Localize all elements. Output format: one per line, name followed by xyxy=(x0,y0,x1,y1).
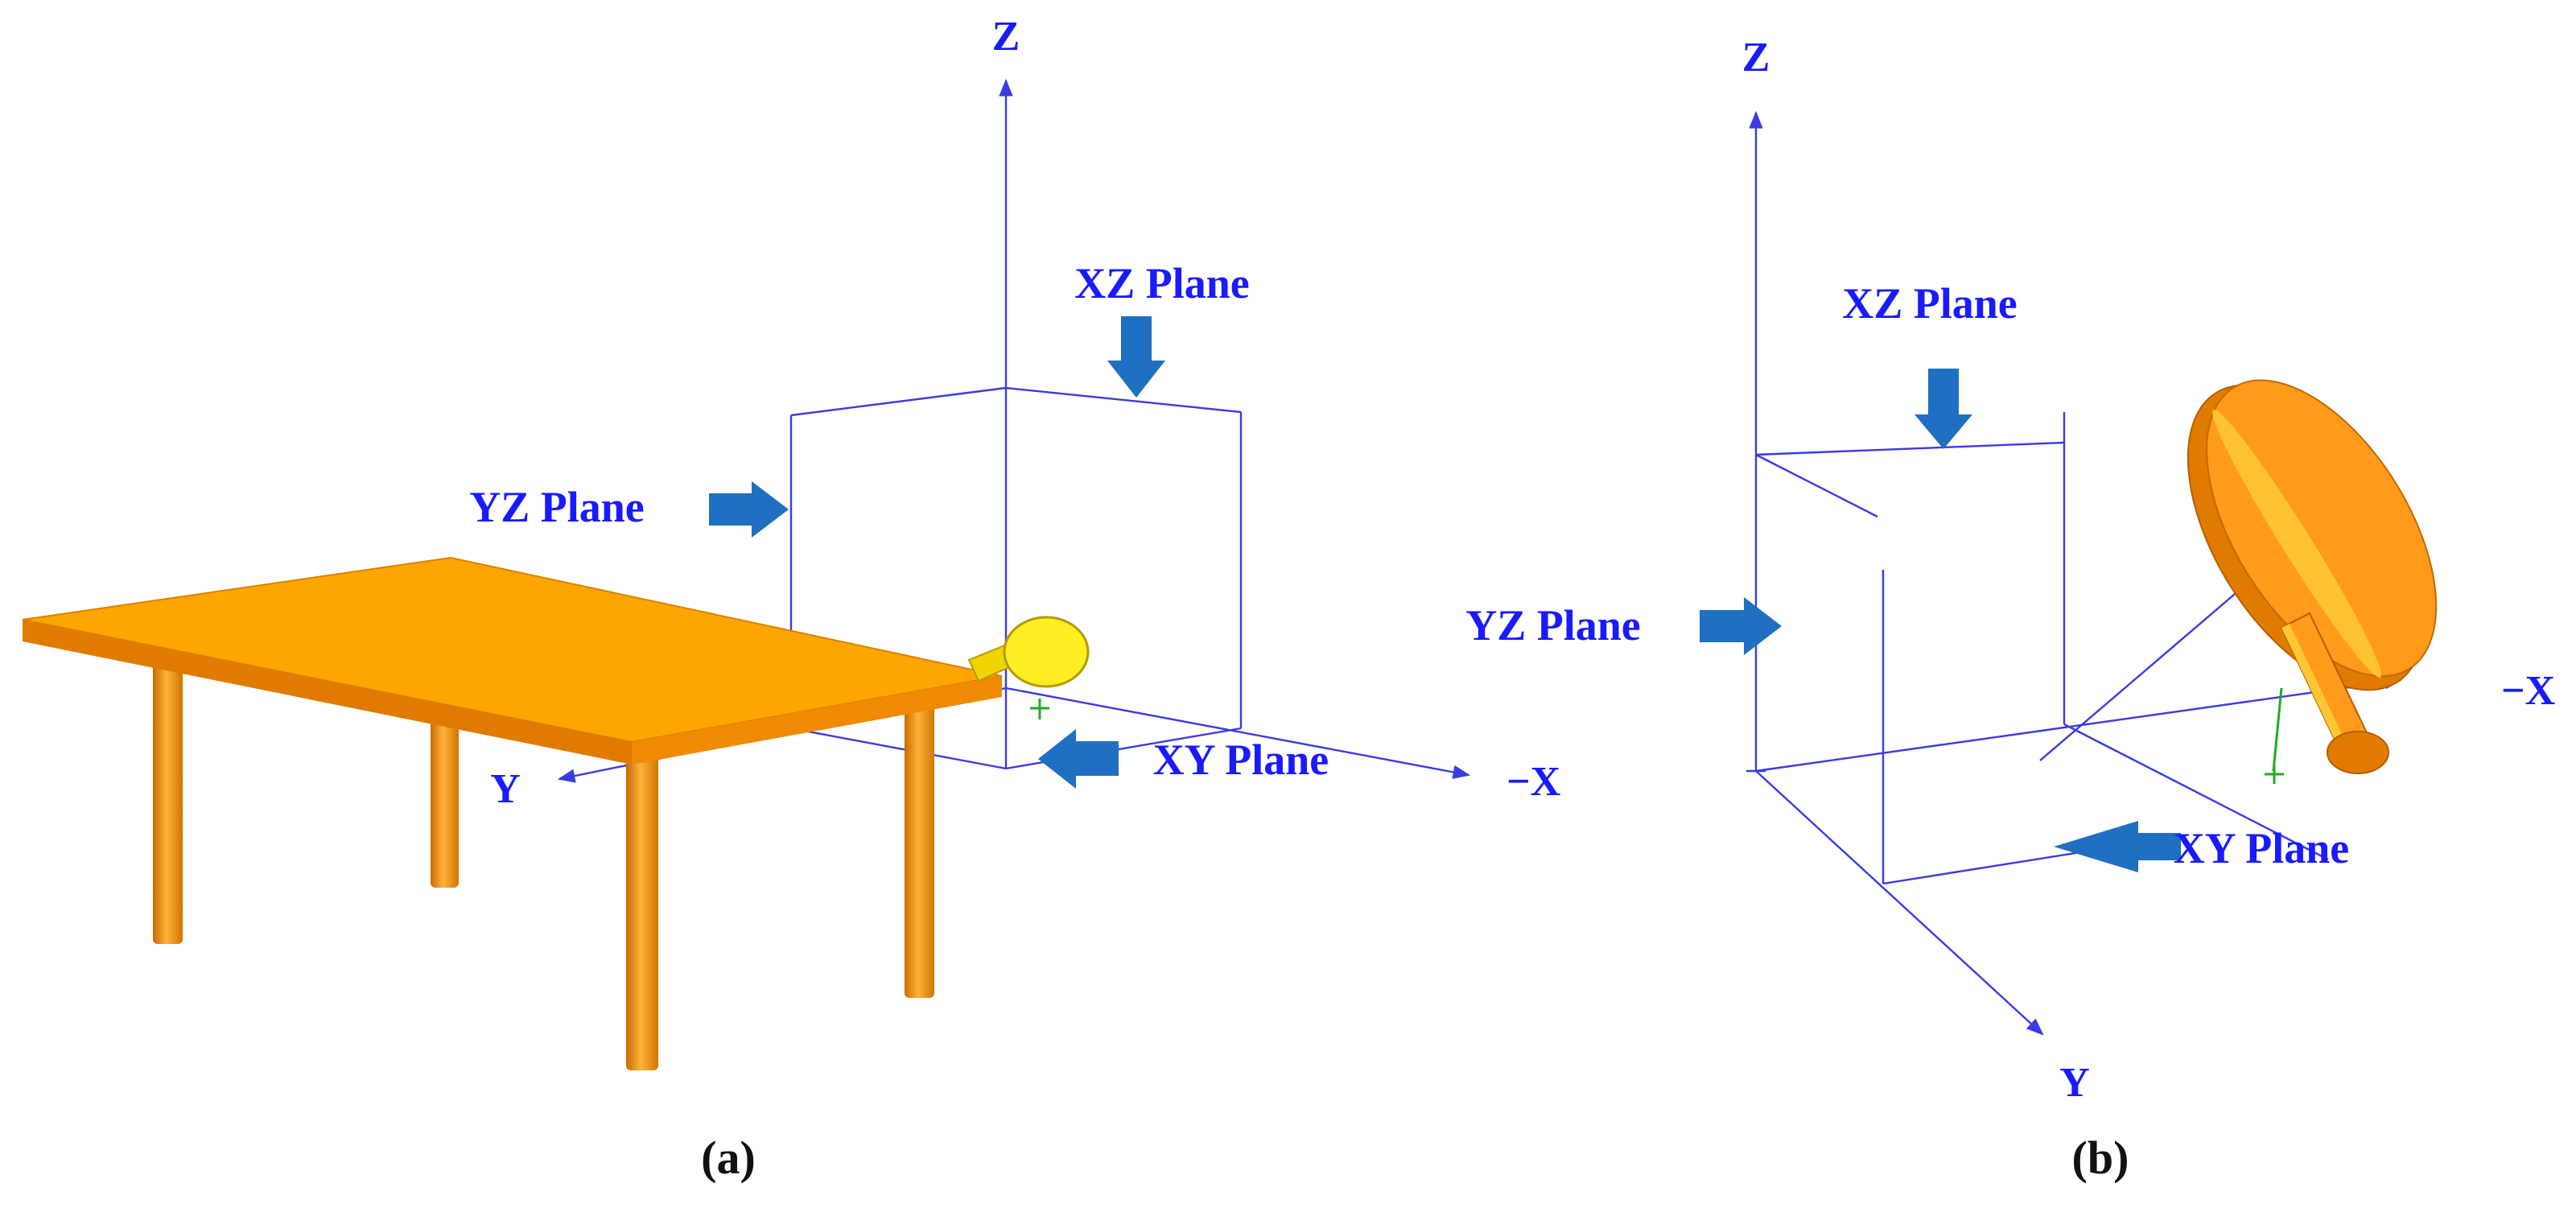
axis-y-label-b: Y xyxy=(2059,1060,2090,1106)
paddle-head-rubber xyxy=(2206,379,2438,678)
paddle-edge-highlight xyxy=(2212,409,2382,678)
caption-a: (a) xyxy=(701,1132,756,1184)
xz-plane-arrow-a xyxy=(1107,316,1165,398)
xz-plane-label-b: XZ Plane xyxy=(1842,279,2018,328)
origin-marker-b xyxy=(2265,687,2284,784)
axis-negx-line-a xyxy=(1005,686,1471,779)
paddle-handle-b xyxy=(2280,612,2389,774)
caption-b: (b) xyxy=(2072,1132,2129,1184)
xz-plane-label-a: XZ Plane xyxy=(1074,259,1250,307)
paddle-head xyxy=(1003,616,1090,688)
paddle-b xyxy=(2187,379,2438,691)
table-legs-a xyxy=(153,650,934,1070)
axis-z-label-a: Z xyxy=(992,14,1020,60)
yz-plane-arrow-b xyxy=(1700,597,1782,655)
xy-plane-arrow-b xyxy=(2054,821,2181,872)
table-leg xyxy=(905,700,934,998)
xy-plane-label-b: XY Plane xyxy=(2174,824,2349,872)
table-side-edge xyxy=(632,676,1002,765)
table-leg xyxy=(626,752,658,1070)
panel-b: Z Y −X XZ Plane YZ Plane XY Plane (b) xyxy=(1465,35,2555,1184)
plane-lines-a xyxy=(789,386,1243,770)
yz-plane-label-a: YZ Plane xyxy=(469,483,645,531)
ping-pong-table-a xyxy=(22,556,1003,765)
table-leg xyxy=(153,650,183,944)
xz-plane-arrow-b xyxy=(1914,369,1972,449)
table-leg xyxy=(431,715,459,888)
panel-a: Z Y −X XZ Plane YZ Plane XY Plane (a) xyxy=(22,14,1560,1184)
xy-plane-arrow-a xyxy=(1038,729,1119,789)
axis-negx-line-b xyxy=(1755,675,2403,773)
xy-plane-label-a: XY Plane xyxy=(1153,736,1329,784)
axis-y-line-b xyxy=(1755,770,2044,1036)
axis-y-label-a: Y xyxy=(490,766,521,812)
yz-plane-arrow-a xyxy=(709,481,789,538)
axis-z-label-b: Z xyxy=(1742,35,1770,80)
yz-plane-label-b: YZ Plane xyxy=(1465,601,1641,649)
origin-marker-a xyxy=(1030,699,1049,719)
axis-negx-label-a: −X xyxy=(1506,759,1560,805)
table-front-edge xyxy=(23,620,632,765)
axis-negx-label-b: −X xyxy=(2501,668,2555,714)
paddle-a xyxy=(967,616,1090,688)
